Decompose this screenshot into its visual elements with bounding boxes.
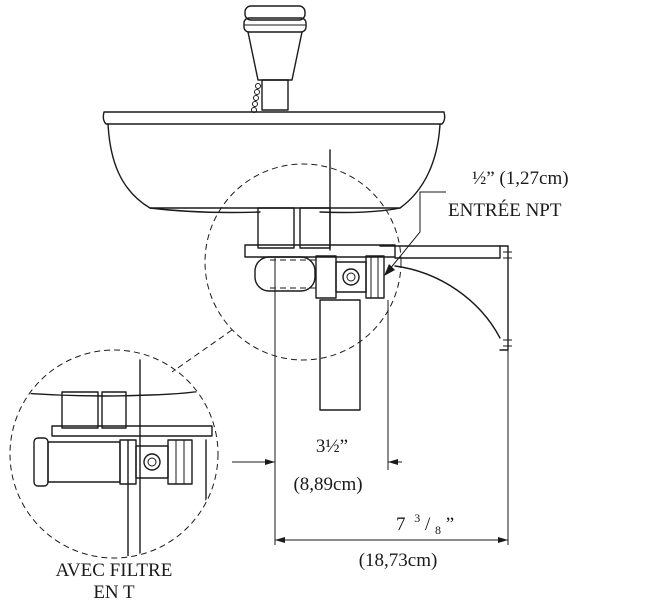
dim-offset-2-slash: / — [425, 514, 431, 535]
detail-callout-circle — [204, 163, 402, 361]
inlet-type-label: ENTRÉE NPT — [448, 199, 562, 221]
dim-offset-2-metric: (18,73cm) — [359, 550, 438, 571]
drain-assembly — [244, 207, 396, 411]
spray-head — [243, 5, 307, 111]
wall-bracket — [379, 245, 512, 351]
dim-offset-2-inch-mark: ” — [446, 514, 454, 535]
filter-label-line-2: EN T — [93, 582, 135, 603]
dim-offset-2-denominator: 8 — [435, 523, 441, 537]
filter-label-line-1: AVEC FILTRE — [56, 560, 173, 581]
inlet-leader — [384, 191, 446, 276]
dim-offset-1-metric: (8,89cm) — [293, 474, 362, 495]
dim-offset-2-whole: 7 — [396, 514, 406, 535]
dim-offset-1-label: 3½” — [316, 436, 348, 457]
bowl — [102, 111, 446, 214]
detail-leader-line — [171, 329, 233, 373]
valve-assembly — [254, 255, 385, 299]
dimension-lines — [232, 258, 509, 545]
dim-offset-2-label: 7 3 / 8 ” — [396, 506, 454, 539]
inlet-size-label: ½” (1,27cm) — [472, 168, 569, 189]
dim-offset-2-numerator: 3 — [414, 511, 420, 525]
dust-cover-chain — [251, 83, 261, 113]
filter-tee-detail — [9, 349, 219, 559]
